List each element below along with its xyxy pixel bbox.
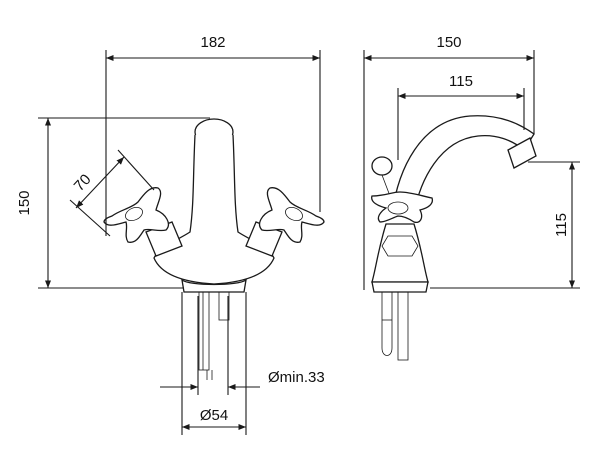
front-faucet-outline (103, 118, 325, 293)
front-base-dimension: Ø54 (181, 292, 247, 435)
side-view: 150 115 115 (363, 34, 580, 361)
side-faucet-outline (371, 115, 537, 293)
side-depth-label: 150 (436, 34, 461, 51)
front-hole-dimension: Ømin.33 (160, 296, 325, 395)
front-height-label: 150 (16, 190, 33, 215)
front-supply-pipes (198, 291, 230, 380)
front-width-label: 182 (200, 34, 225, 51)
side-depth-dimension: 150 (363, 34, 535, 290)
front-hole-min-label: Ømin.33 (268, 369, 325, 386)
side-height-dimension: 115 (430, 161, 580, 289)
side-reach-label: 115 (449, 73, 473, 90)
front-base-diameter-label: Ø54 (200, 407, 228, 424)
front-view: 182 150 70 Ømin.33 Ø5 (16, 34, 325, 435)
side-height-label: 115 (553, 213, 570, 237)
front-handle-dimension: 70 (69, 149, 155, 237)
side-reach-dimension: 115 (397, 73, 525, 160)
front-height-dimension: 150 (16, 117, 210, 289)
side-supply-pipes (381, 291, 409, 361)
